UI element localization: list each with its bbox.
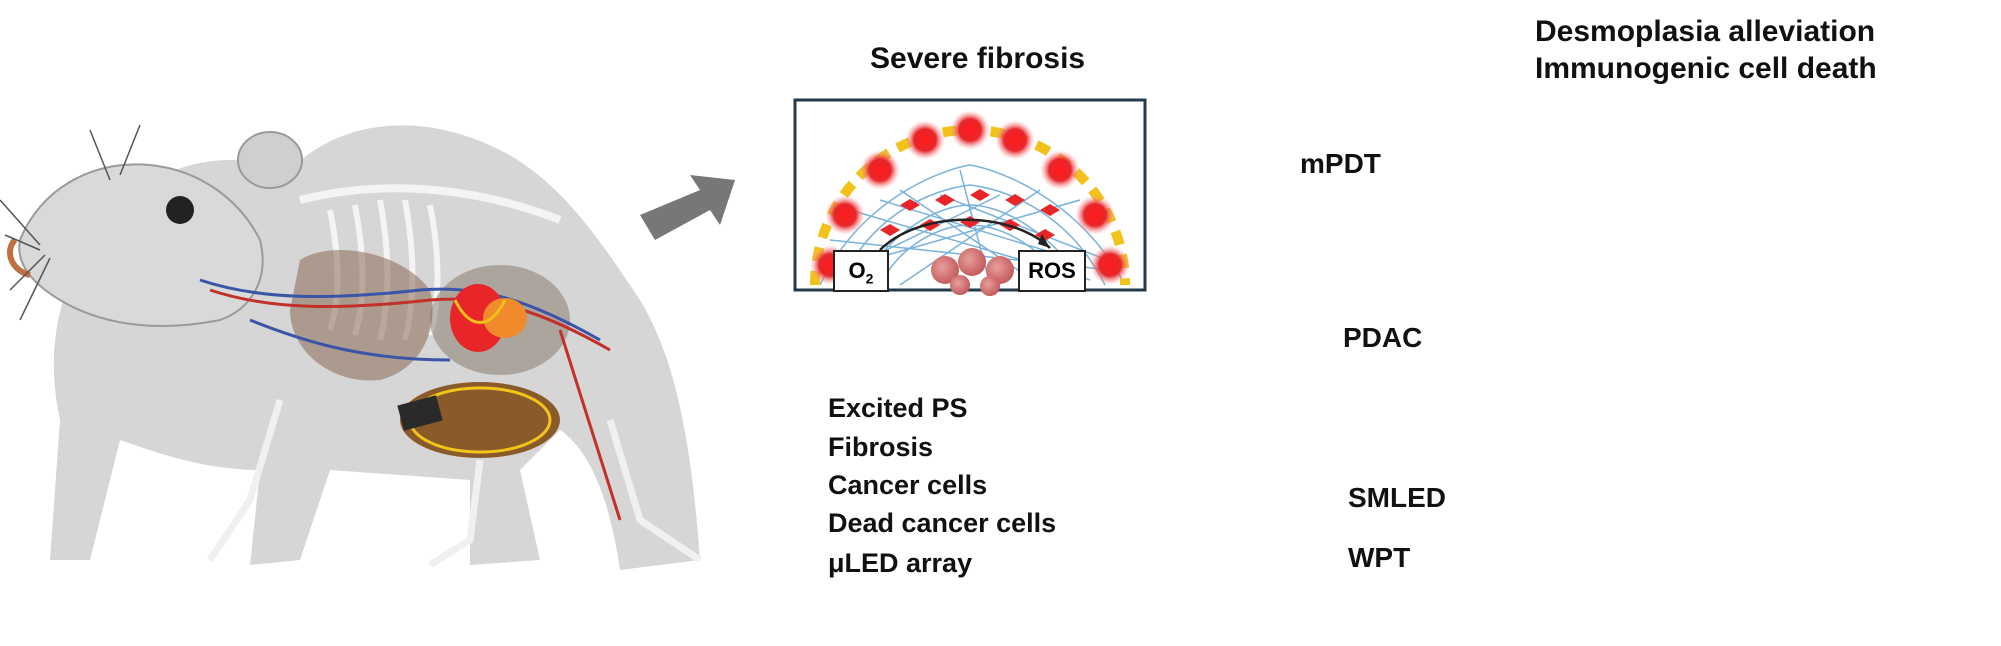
legend-label-excited-ps: Excited PS: [828, 393, 968, 423]
legend-label-fibrosis: Fibrosis: [828, 432, 934, 462]
mouse-head: [18, 163, 264, 327]
implant-device-in-mouse: [397, 382, 560, 458]
mouse-vessels: [199, 278, 601, 362]
progression-arrow-icon: [640, 175, 735, 240]
label-pdac: PDAC: [1343, 322, 1423, 353]
inset-severe-fibrosis: [793, 98, 1147, 296]
mouse-tumor-site: [450, 284, 527, 352]
mouse-ear: [237, 131, 303, 189]
mouse-leg-bones: [207, 398, 702, 568]
mouse-snout: [7, 237, 31, 278]
label-mpdt: mPDT: [1300, 148, 1381, 179]
title-severe-fibrosis: Severe fibrosis: [870, 42, 1086, 75]
label-oxygen: O2: [833, 250, 889, 292]
mouse-eye: [166, 196, 194, 224]
inset-led-ring-left: [810, 110, 1130, 286]
title-desmoplasia-alleviation: Desmoplasia alleviation: [1535, 15, 1876, 48]
legend-label-dead-cancer-cells: Dead cancer cells: [828, 508, 1057, 538]
mouse-whiskers: [0, 124, 141, 321]
title-immunogenic-cell-death: Immunogenic cell death: [1535, 52, 1877, 85]
label-smled: SMLED: [1348, 482, 1446, 513]
mouse-illustration: [0, 124, 702, 570]
legend-label-cancer-cells: Cancer cells: [828, 470, 988, 500]
label-wpt: WPT: [1348, 542, 1411, 573]
legend-label-uled-array: μLED array: [828, 548, 973, 578]
mouse-organs: [290, 250, 433, 381]
label-ros: ROS: [1018, 250, 1086, 292]
